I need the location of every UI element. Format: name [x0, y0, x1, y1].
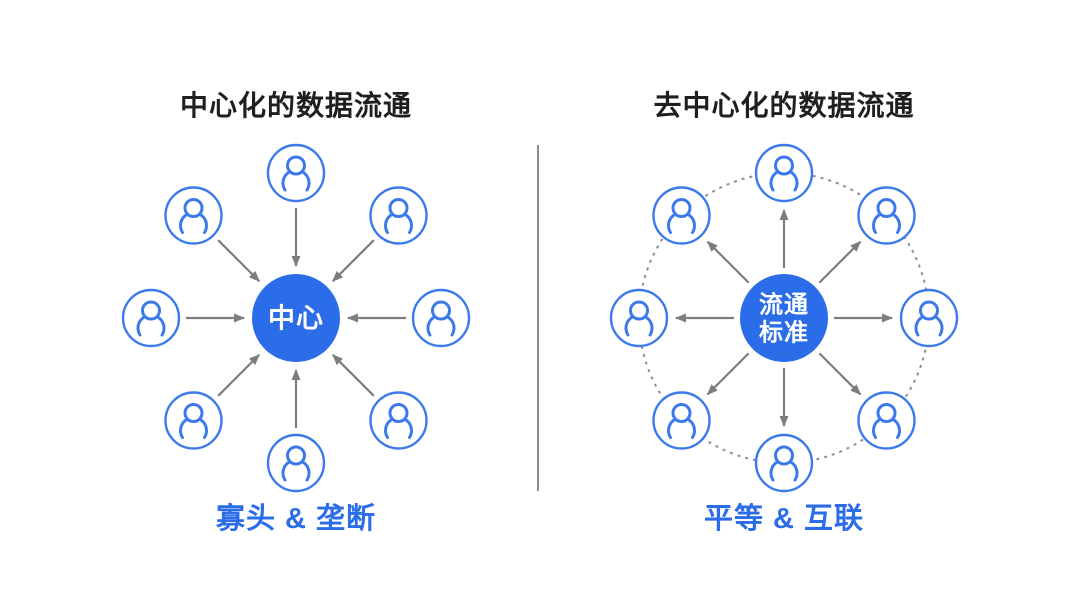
vertical-divider	[537, 145, 539, 491]
panel-centralized: 中心化的数据流通 中心 寡头 & 垄断	[76, 0, 516, 608]
flow-arrow-inward	[217, 239, 260, 282]
centralized-title: 中心化的数据流通	[179, 90, 412, 121]
user-node	[121, 288, 181, 348]
user-head-icon	[774, 155, 794, 176]
flow-arrow-outward	[706, 352, 750, 396]
user-node	[857, 391, 916, 450]
flow-arrow-outward	[818, 352, 862, 396]
user-node	[164, 391, 223, 450]
center-label: 流通	[759, 291, 809, 318]
user-head-icon	[183, 198, 204, 218]
user-head-icon	[876, 403, 897, 423]
panel-decentralized: 去中心化的数据流通 流通标准 平等 & 互联	[564, 0, 1004, 608]
user-head-icon	[774, 445, 794, 466]
user-node	[266, 143, 326, 203]
user-head-icon	[629, 300, 649, 321]
user-node	[857, 186, 916, 245]
center-label: 中心	[268, 303, 324, 333]
user-node	[369, 391, 428, 450]
center-circle	[740, 274, 828, 362]
user-head-icon	[388, 198, 409, 218]
user-node	[754, 143, 814, 203]
user-head-icon	[919, 300, 939, 321]
user-node	[411, 288, 471, 348]
centralized-caption: 寡头 & 垄断	[215, 503, 377, 535]
center-circle	[252, 274, 340, 362]
user-node	[369, 186, 428, 245]
user-node	[652, 391, 711, 450]
flow-arrow-inward	[332, 239, 375, 282]
user-node	[164, 186, 223, 245]
user-node	[754, 433, 814, 493]
user-head-icon	[876, 198, 897, 218]
user-head-icon	[286, 445, 306, 466]
user-head-icon	[388, 403, 409, 423]
user-node	[899, 288, 959, 348]
flow-arrow-outward	[818, 240, 862, 284]
decentralized-title: 去中心化的数据流通	[653, 90, 915, 121]
user-node	[609, 288, 669, 348]
user-node	[652, 186, 711, 245]
flow-arrow-outward	[706, 240, 750, 284]
center-label: 标准	[759, 319, 809, 346]
user-node	[266, 433, 326, 493]
user-head-icon	[286, 155, 306, 176]
flow-arrow-inward	[332, 354, 375, 397]
user-head-icon	[671, 198, 692, 218]
flow-arrow-inward	[217, 354, 260, 397]
decentralized-caption: 平等 & 互联	[703, 503, 865, 535]
user-head-icon	[431, 300, 451, 321]
user-head-icon	[141, 300, 161, 321]
centralized-network-diagram: 中心	[121, 143, 471, 493]
center-node: 中心	[252, 274, 340, 362]
user-head-icon	[671, 403, 692, 423]
user-head-icon	[183, 403, 204, 423]
